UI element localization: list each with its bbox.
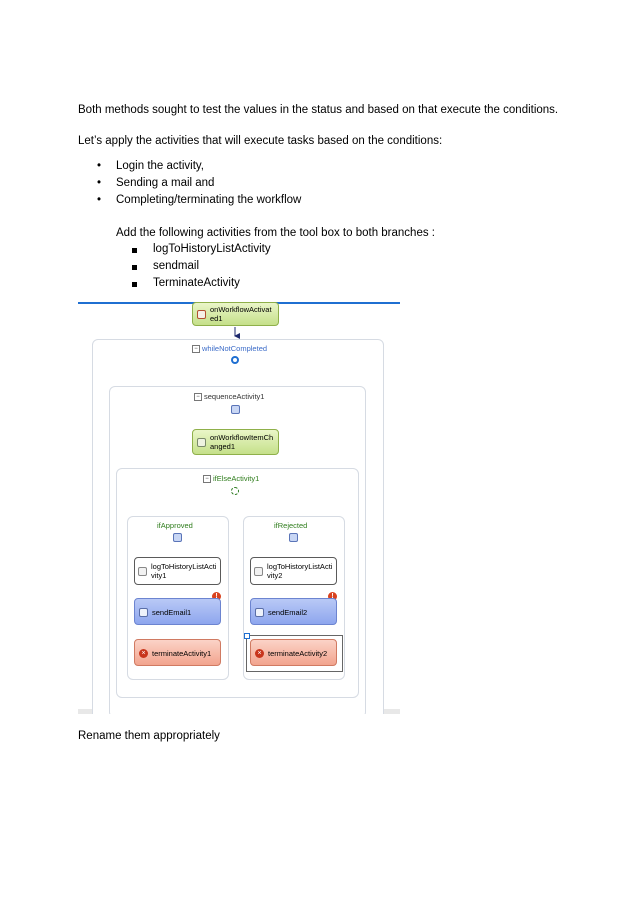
terminate-icon: × xyxy=(255,649,264,658)
bullet-item: Sending a mail and xyxy=(116,177,215,189)
sub-bullet-item: TerminateActivity xyxy=(153,277,240,289)
terminate-icon: × xyxy=(139,649,148,658)
branch-label: ifApproved xyxy=(157,521,193,530)
log-icon xyxy=(254,567,263,576)
square-bullet xyxy=(132,265,137,270)
activity-label: sendEmail2 xyxy=(268,608,308,617)
sub-bullet-item: logToHistoryListActivity xyxy=(153,243,271,255)
sub-bullet-item: sendmail xyxy=(153,260,200,272)
activity-label-line1: logToHistoryListActi xyxy=(267,562,333,571)
loop-icon xyxy=(231,356,239,364)
square-bullet xyxy=(132,282,137,287)
square-bullet xyxy=(132,248,137,253)
activity-label-line2: vity2 xyxy=(267,571,283,580)
on-workflow-item-changed-activity[interactable]: onWorkflowItemCh anged1 xyxy=(192,429,279,455)
on-workflow-activated-activity[interactable]: onWorkflowActivat ed1 xyxy=(192,302,279,326)
send-email-activity[interactable]: sendEmail2 xyxy=(250,598,337,625)
bullet-dot: • xyxy=(97,177,102,189)
activity-label-line2: vity1 xyxy=(151,571,167,580)
activity-label: sendEmail1 xyxy=(152,608,192,617)
send-email-activity[interactable]: sendEmail1 xyxy=(134,598,221,625)
branch-label: ifRejected xyxy=(274,521,308,530)
terminate-activity[interactable]: × terminateActivity2 xyxy=(250,639,337,666)
email-icon xyxy=(255,608,264,617)
activity-label-line2: anged1 xyxy=(210,442,236,451)
activity-label-line1: onWorkflowActivat xyxy=(210,305,272,314)
branch-icon xyxy=(231,487,239,495)
log-to-history-activity[interactable]: logToHistoryListActi vity2 xyxy=(250,557,337,585)
collapse-toggle-icon[interactable]: − xyxy=(203,475,211,483)
activity-label: terminateActivity1 xyxy=(152,649,212,658)
event-icon xyxy=(197,310,206,319)
bullet-dot: • xyxy=(97,160,102,172)
condition-icon xyxy=(289,533,298,542)
sequence-icon xyxy=(231,405,240,414)
terminate-activity[interactable]: × terminateActivity1 xyxy=(134,639,221,666)
indent-instruction: Add the following activities from the to… xyxy=(116,227,435,239)
activity-label-line2: ed1 xyxy=(210,314,223,323)
paragraph-apply: Let’s apply the activities that will exe… xyxy=(78,135,443,147)
bullet-item: Login the activity, xyxy=(116,160,205,172)
collapse-toggle-icon[interactable]: − xyxy=(192,345,200,353)
activity-label-line1: onWorkflowItemCh xyxy=(210,433,274,442)
selection-handle[interactable] xyxy=(244,633,250,639)
paragraph-rename: Rename them appropriately xyxy=(78,730,220,742)
activity-label-line1: logToHistoryListActi xyxy=(151,562,217,571)
paragraph-intro: Both methods sought to test the values i… xyxy=(78,104,559,116)
condition-icon xyxy=(173,533,182,542)
workflow-designer-screenshot: onWorkflowActivat ed1 − whileNotComplete… xyxy=(78,302,400,714)
sequence-label: sequenceActivity1 xyxy=(204,392,265,401)
email-icon xyxy=(139,608,148,617)
event-icon xyxy=(197,438,206,447)
selection-frame xyxy=(246,635,343,672)
ifelse-label: ifElseActivity1 xyxy=(213,474,260,483)
bullet-dot: • xyxy=(97,194,102,206)
warning-icon[interactable]: ! xyxy=(328,592,337,601)
warning-icon[interactable]: ! xyxy=(212,592,221,601)
while-label: whileNotCompleted xyxy=(202,344,268,353)
bullet-item: Completing/terminating the workflow xyxy=(116,194,302,206)
log-to-history-activity[interactable]: logToHistoryListActi vity1 xyxy=(134,557,221,585)
log-icon xyxy=(138,567,147,576)
collapse-toggle-icon[interactable]: − xyxy=(194,393,202,401)
activity-label: terminateActivity2 xyxy=(268,649,328,658)
